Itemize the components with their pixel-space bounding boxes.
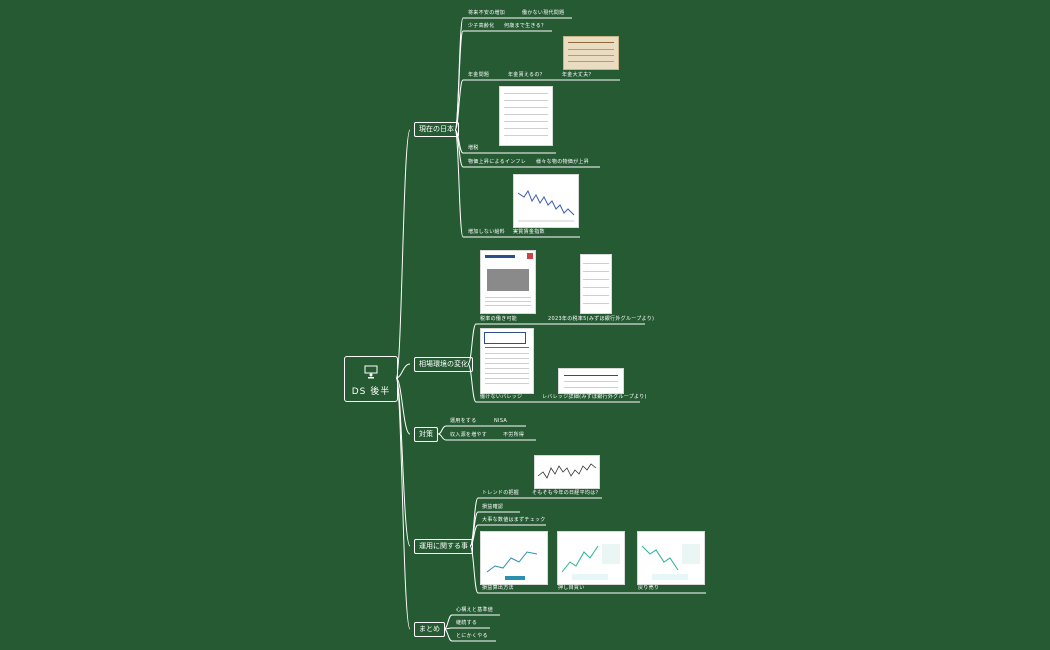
node-2023-zeiritsu[interactable]: 2023年の税率5(みずほ銀行外グループより): [548, 316, 655, 322]
node-nenkin-mondai[interactable]: 年金問題: [468, 72, 490, 78]
node-unyou-suru[interactable]: 運用をする: [450, 418, 477, 424]
wage-line-graph: [517, 189, 575, 222]
image-zouzei-table: [499, 86, 553, 146]
node-shoushi-koureika[interactable]: 少子高齢化: [468, 23, 495, 29]
node-hatarakenai-leverage[interactable]: 働けないバレッジ: [480, 394, 523, 400]
oshime-graph: [561, 544, 620, 580]
image-soneki-chart: [480, 531, 548, 585]
branch-taisaku[interactable]: 対策: [414, 427, 438, 442]
node-shourai-fuan[interactable]: 将来不安の増加: [468, 10, 506, 16]
branch-matome[interactable]: まとめ: [414, 622, 445, 637]
image-oshime-chart: [557, 531, 625, 585]
node-kokorogamae[interactable]: 心構えと基準値: [456, 607, 494, 613]
node-shuunyuugen[interactable]: 収入源を増やす: [450, 432, 488, 438]
node-nisa[interactable]: NISA: [494, 418, 508, 424]
root-node[interactable]: DS 後半: [344, 356, 398, 402]
node-suuchi-check[interactable]: 大事な数値はまずチェック: [482, 517, 546, 523]
node-nikkei-heikin[interactable]: そもそも今年の日経平均は？: [532, 490, 601, 496]
node-soneki-kakunin[interactable]: 損益確認: [482, 504, 504, 510]
node-trend[interactable]: トレンドの把握: [482, 490, 520, 496]
branch-unyou[interactable]: 運用に関する事: [414, 539, 473, 554]
nikkei-candles: [537, 463, 597, 479]
image-leverage-table: [558, 368, 624, 394]
node-furou-shotoku[interactable]: 不労所得: [503, 432, 525, 438]
node-bukka-inflation[interactable]: 物価上昇によるインフレ: [468, 159, 527, 165]
presenter-icon: [364, 365, 378, 379]
root-label: DS 後半: [351, 387, 391, 397]
modori-graph: [641, 544, 700, 580]
node-bukka-joushou[interactable]: 様々な物の物価が上昇: [536, 159, 590, 165]
node-jisshitsu-chingin[interactable]: 実質賃金指数: [513, 229, 545, 235]
node-zeiritsu[interactable]: 税率の働き可能: [480, 316, 518, 322]
image-zeiritsu-article: [480, 250, 536, 314]
node-hatarakanai[interactable]: 働かない現代問題: [522, 10, 565, 16]
node-nansai-made[interactable]: 何歳まで生きる？: [504, 23, 547, 29]
branch-kinyuu[interactable]: 相場環境の変化: [414, 357, 473, 372]
node-nenkin-moraeru[interactable]: 年金貰えるの？: [508, 72, 545, 78]
node-modori-uri[interactable]: 戻り売り: [638, 585, 660, 591]
node-nenkin-daijoubu[interactable]: 年金大丈夫？: [562, 72, 594, 78]
node-leverage-shousai[interactable]: レバレッジ詳細(みずほ銀行外グループより): [542, 394, 647, 400]
image-chingin-chart: [513, 174, 579, 228]
image-leverage-article: [480, 328, 534, 394]
image-nikkei-chart: [534, 455, 600, 489]
image-nenkin-chart: [563, 36, 619, 70]
image-zeiritsu-table: [580, 254, 612, 314]
node-oshime-gai[interactable]: 押し目買い: [558, 585, 585, 591]
node-tonikaku[interactable]: とにかくやる: [456, 633, 488, 639]
node-kyuuryou[interactable]: 増加しない給料: [468, 229, 506, 235]
branch-genzai[interactable]: 現在の日本: [414, 122, 459, 137]
node-keizoku[interactable]: 継続する: [456, 620, 478, 626]
image-modori-chart: [637, 531, 705, 585]
node-soneki-sanshutsu[interactable]: 損益算出方法: [482, 585, 514, 591]
node-zouzei[interactable]: 増税: [468, 145, 479, 151]
soneki-graph: [486, 551, 538, 580]
